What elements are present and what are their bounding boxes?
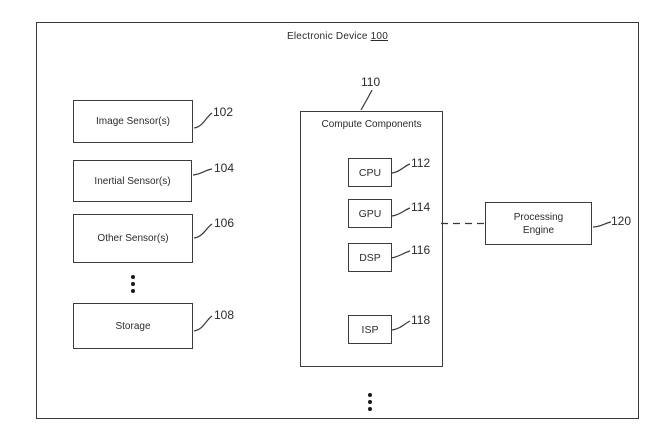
compute-components-box: Compute Components CPU 112 GPU 114 DSP 1… — [300, 111, 443, 411]
dot — [368, 399, 372, 404]
dot — [368, 406, 372, 411]
processing-engine-label-line2: Engine — [522, 224, 555, 236]
dot — [368, 392, 372, 397]
ref-number-108: 108 — [214, 308, 235, 322]
cpu-label: CPU — [358, 166, 382, 179]
ref-number-118: 118 — [411, 313, 431, 327]
ref-number-104: 104 — [214, 161, 235, 175]
processing-engine-box: Processing Engine — [485, 202, 592, 245]
ref-number-114: 114 — [411, 200, 431, 214]
gpu-box: GPU — [348, 199, 392, 228]
ref-number-106: 106 — [214, 216, 235, 230]
processing-engine-label: Processing Engine — [514, 211, 563, 237]
ref-number-116: 116 — [411, 243, 431, 257]
dsp-label: DSP — [359, 251, 381, 264]
inertial-sensors-box: Inertial Sensor(s) — [73, 160, 192, 202]
cpu-box: CPU — [348, 158, 392, 187]
other-sensors-label: Other Sensor(s) — [97, 233, 169, 244]
vertical-ellipsis-icon — [73, 273, 193, 295]
figure-title-ref-number: 100 — [370, 31, 388, 42]
storage-box: Storage — [73, 303, 193, 349]
image-sensors-label: Image Sensor(s) — [96, 116, 170, 127]
other-sensors-box: Other Sensor(s) — [73, 214, 193, 263]
inertial-sensors-label: Inertial Sensor(s) — [94, 175, 171, 187]
isp-label: ISP — [361, 323, 379, 336]
dot — [131, 274, 135, 279]
ref-number-102: 102 — [213, 105, 234, 119]
compute-components-label: Compute Components — [321, 119, 422, 130]
dot — [131, 288, 135, 293]
gpu-label: GPU — [358, 207, 382, 220]
ref-number-110: 110 — [361, 75, 381, 89]
figure-title-text: Electronic Device — [287, 31, 368, 42]
dot — [131, 281, 135, 286]
isp-box: ISP — [348, 315, 392, 344]
ref-number-120: 120 — [611, 214, 632, 228]
processing-engine-label-line1: Processing — [513, 211, 564, 223]
storage-label: Storage — [115, 320, 151, 332]
vertical-ellipsis-icon — [348, 391, 392, 413]
dsp-box: DSP — [348, 243, 392, 272]
ref-number-112: 112 — [411, 156, 431, 170]
image-sensors-box: Image Sensor(s) — [73, 100, 193, 143]
